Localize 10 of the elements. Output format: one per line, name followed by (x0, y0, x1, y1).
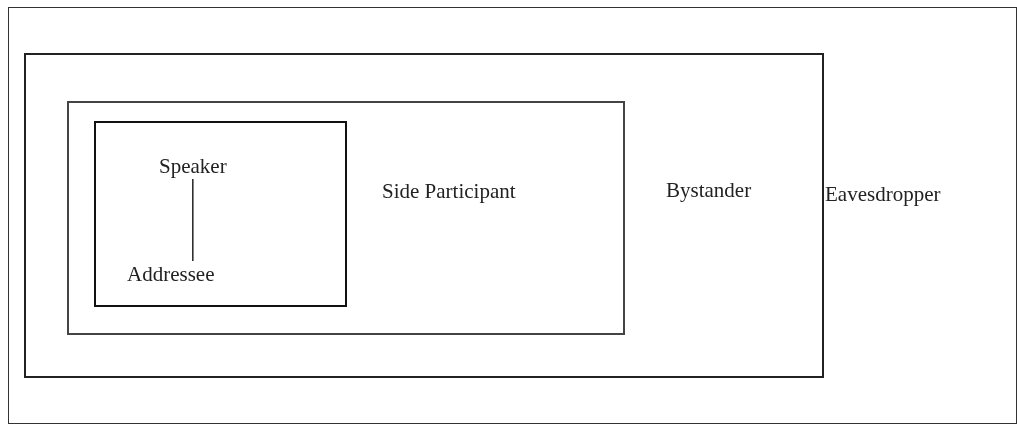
role-label: Side Participant (382, 179, 516, 203)
frame-box (67, 101, 625, 335)
frame-box (94, 121, 347, 307)
frame-box (24, 53, 824, 378)
connector-line (192, 178, 194, 262)
role-label: Addressee (127, 262, 215, 286)
frame-box (8, 7, 1017, 424)
role-label: Bystander (666, 178, 752, 202)
role-label: Speaker (159, 154, 227, 178)
role-label: Eavesdropper (825, 182, 941, 206)
